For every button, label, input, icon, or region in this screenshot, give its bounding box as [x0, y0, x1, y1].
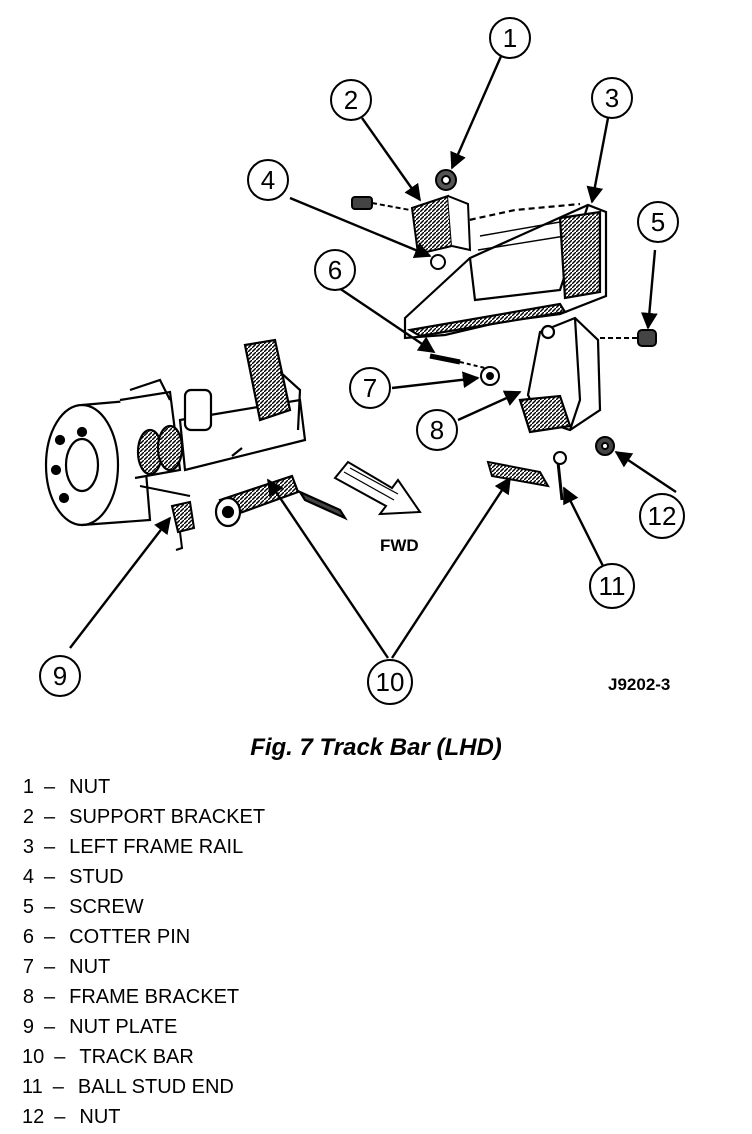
leader-lines	[69, 53, 677, 659]
nut-plate	[139, 485, 196, 551]
legend-item: 3–LEFT FRAME RAIL	[22, 832, 265, 862]
callout-6-label: 6	[328, 255, 342, 285]
figure-caption: Fig. 7 Track Bar (LHD)	[250, 734, 502, 761]
callout-3: 3	[591, 77, 633, 119]
legend-label: FRAME BRACKET	[69, 986, 240, 1008]
legend-item: 4–STUD	[22, 862, 265, 892]
legend-label: SCREW	[69, 896, 144, 918]
legend-label: NUT	[69, 776, 111, 798]
legend-label: LEFT FRAME RAIL	[69, 836, 244, 858]
legend-number: 5	[22, 896, 34, 918]
axle-assembly	[44, 338, 307, 527]
legend-separator: –	[44, 836, 56, 858]
callout-9-label: 9	[53, 661, 67, 691]
legend-separator: –	[54, 1106, 66, 1128]
callout-12-label: 12	[648, 501, 677, 531]
callout-5-label: 5	[651, 207, 665, 237]
stud-bolt	[351, 196, 446, 270]
legend-label: BALL STUD END	[77, 1076, 234, 1098]
callout-7-label: 7	[363, 373, 377, 403]
callout-8: 8	[416, 409, 458, 451]
support-bracket	[410, 194, 472, 256]
legend-separator: –	[54, 1046, 66, 1068]
callout-1-label: 1	[503, 23, 517, 53]
track-bar-diagram: FWD 1 2 3 4 5 6 7	[39, 17, 685, 705]
legend-label: NUT	[69, 956, 111, 978]
legend-label: SUPPORT BRACKET	[69, 806, 266, 828]
legend-number: 3	[22, 836, 34, 858]
track-bar	[214, 447, 348, 528]
legend-item: 1–NUT	[22, 772, 265, 802]
track-bar-nut	[480, 366, 500, 386]
legend-separator: –	[44, 986, 56, 1008]
callout-5: 5	[637, 201, 679, 243]
legend-number: 8	[22, 986, 34, 1008]
forward-direction-arrow	[333, 460, 422, 516]
callout-2-label: 2	[344, 85, 358, 115]
callout-2: 2	[330, 79, 372, 121]
legend-label: TRACK BAR	[79, 1046, 194, 1068]
legend-separator: –	[44, 776, 56, 798]
legend-separator: –	[44, 926, 56, 948]
callout-11: 11	[589, 563, 635, 609]
fwd-label: FWD	[380, 536, 419, 555]
callout-10: 10	[367, 659, 413, 705]
legend-item: 6–COTTER PIN	[22, 922, 265, 952]
legend-number: 6	[22, 926, 34, 948]
frame-bracket	[518, 316, 602, 434]
ball-stud-end	[486, 451, 567, 501]
legend-number: 4	[22, 866, 34, 888]
callout-4-label: 4	[261, 165, 275, 195]
legend-number: 9	[22, 1016, 34, 1038]
figure-code: J9202-3	[608, 675, 670, 694]
callout-10-label: 10	[376, 667, 405, 697]
legend-separator: –	[52, 1076, 64, 1098]
legend-item: 8–FRAME BRACKET	[22, 982, 265, 1012]
callout-8-label: 8	[430, 415, 444, 445]
callout-11-label: 11	[599, 571, 626, 601]
legend-item: 5–SCREW	[22, 892, 265, 922]
legend-item: 2–SUPPORT BRACKET	[22, 802, 265, 832]
ball-stud-nut	[595, 436, 615, 456]
callout-1: 1	[489, 17, 531, 59]
legend-number: 10	[22, 1046, 45, 1068]
callout-7: 7	[349, 367, 391, 409]
left-frame-rail	[403, 202, 608, 340]
legend-number: 11	[22, 1076, 43, 1098]
legend-label: NUT	[79, 1106, 121, 1128]
legend-separator: –	[44, 866, 56, 888]
legend-item: 12–NUT	[22, 1102, 265, 1132]
legend-number: 7	[22, 956, 34, 978]
callout-6: 6	[314, 249, 356, 291]
legend-item: 7–NUT	[22, 952, 265, 982]
callout-4: 4	[247, 159, 289, 201]
callout-12: 12	[639, 493, 685, 539]
bracket-screw	[600, 329, 657, 347]
legend-label: STUD	[69, 866, 124, 888]
cotter-pin	[429, 353, 486, 369]
legend-item: 10–TRACK BAR	[22, 1042, 265, 1072]
legend-item: 9–NUT PLATE	[22, 1012, 265, 1042]
legend-number: 12	[22, 1106, 45, 1128]
legend-separator: –	[44, 956, 56, 978]
legend-label: COTTER PIN	[69, 926, 191, 948]
bracket-nut	[435, 169, 457, 191]
legend-separator: –	[44, 896, 56, 918]
legend-separator: –	[44, 1016, 56, 1038]
legend-separator: –	[44, 806, 56, 828]
callout-9: 9	[39, 655, 81, 697]
legend-item: 11–BALL STUD END	[22, 1072, 265, 1102]
legend-label: NUT PLATE	[69, 1016, 178, 1038]
callout-3-label: 3	[605, 83, 619, 113]
legend-number: 2	[22, 806, 34, 828]
legend-number: 1	[22, 776, 34, 798]
